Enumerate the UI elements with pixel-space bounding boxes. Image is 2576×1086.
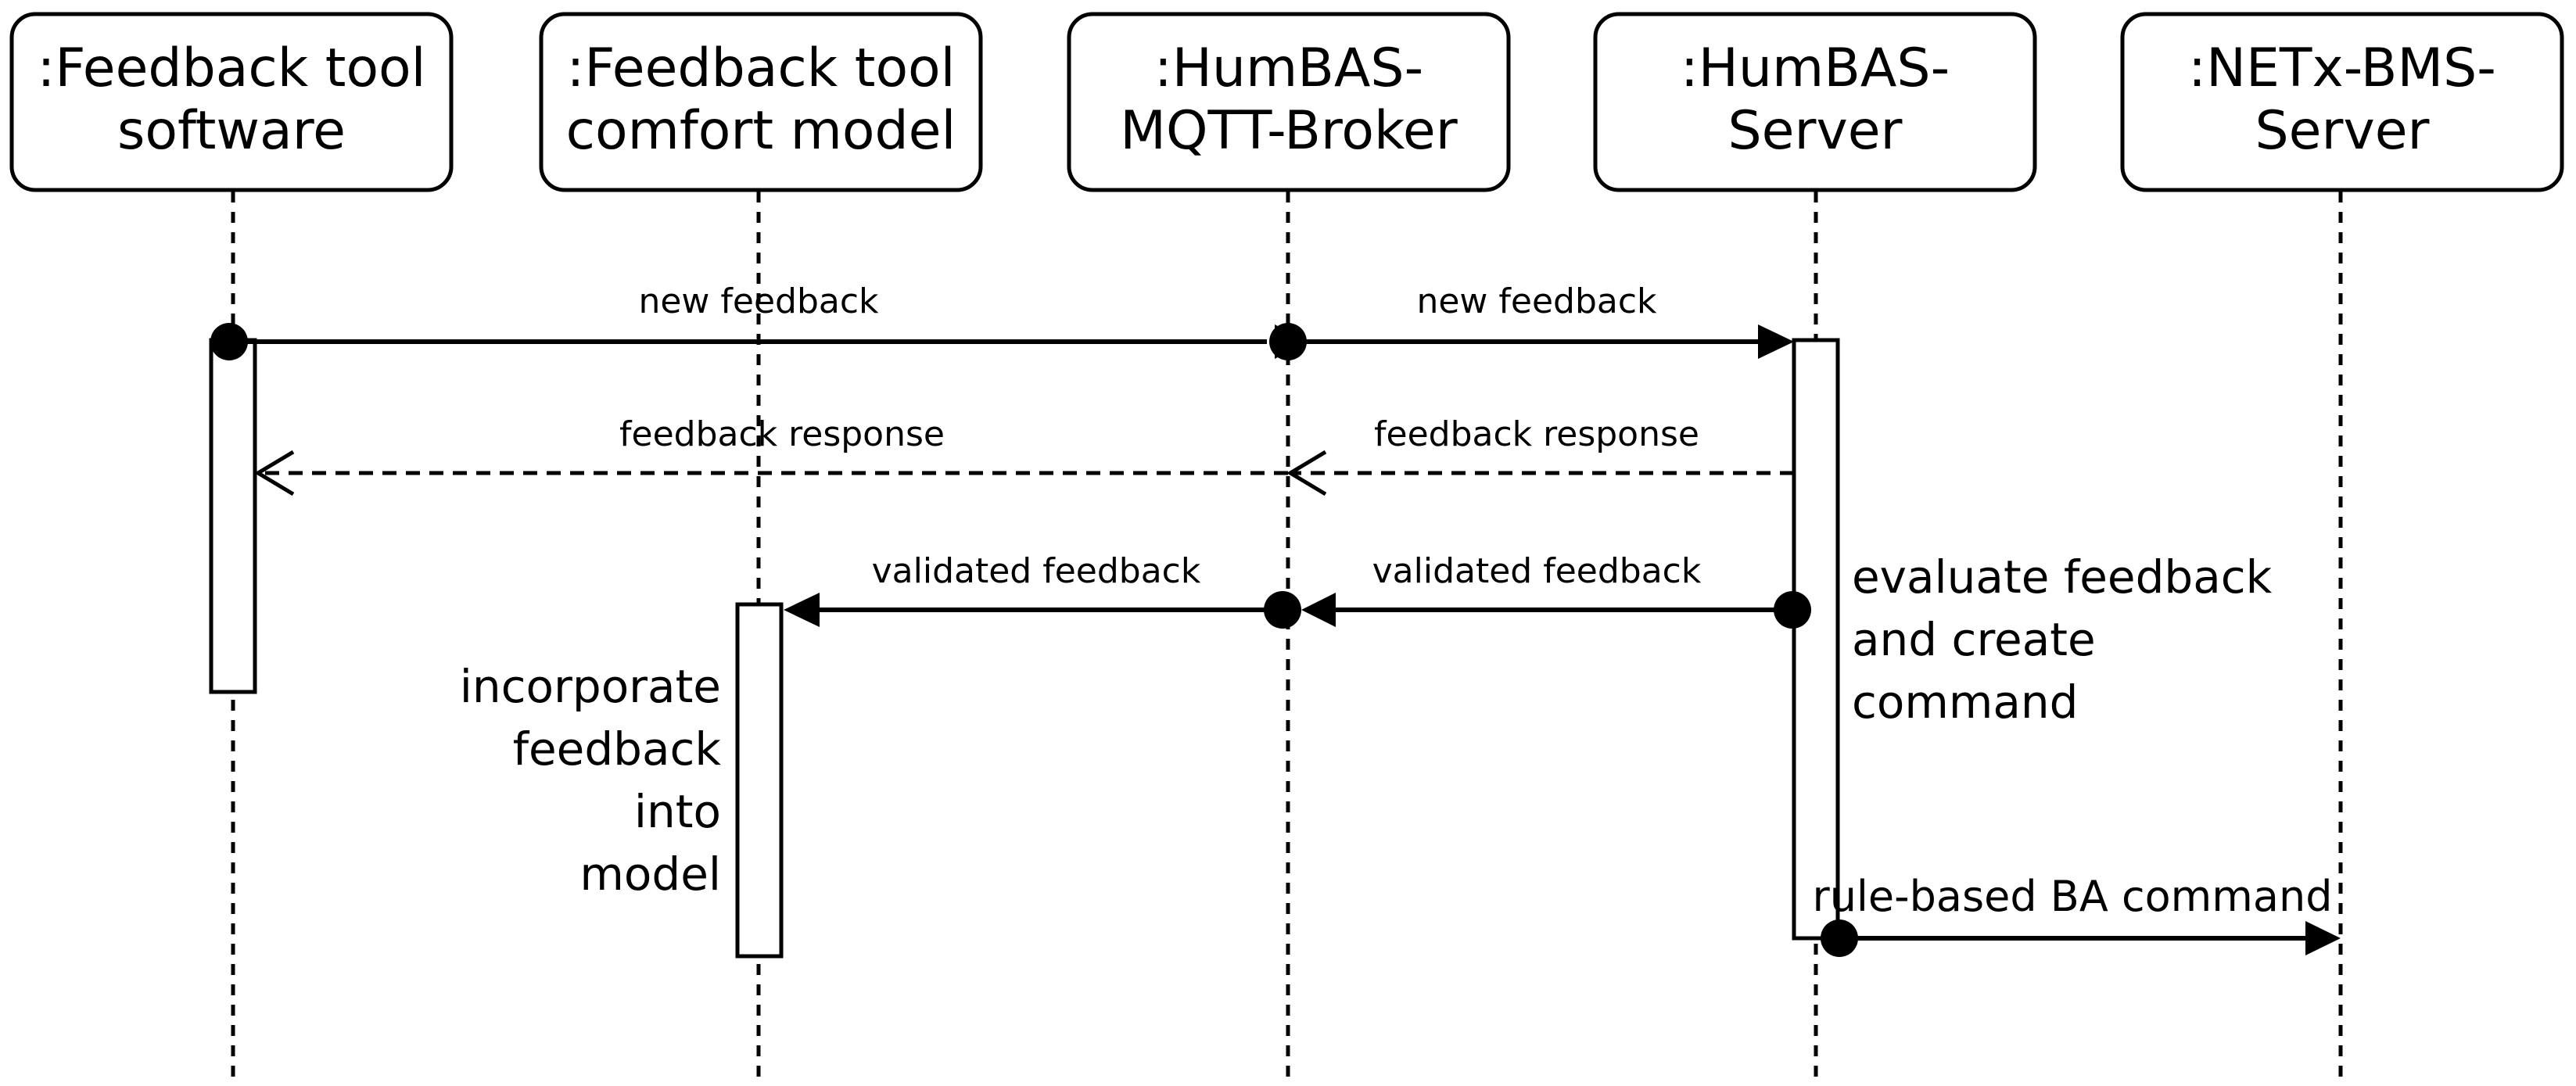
participant-label-line2: MQTT-Broker: [1120, 100, 1457, 162]
message-label: validated feedback: [1372, 551, 1702, 591]
participant-feedback-tool-software: :Feedback tool software: [9, 12, 454, 192]
activation-bar-feedback-tool-software: [209, 338, 257, 694]
participant-label-line2: Server: [1728, 100, 1903, 162]
participant-label-line1: :Feedback tool: [566, 38, 955, 99]
participant-label-line2: software: [117, 100, 346, 162]
message-label: rule-based BA command: [1813, 872, 2333, 921]
note-line: into: [634, 785, 721, 838]
message-new-feedback-to-server: new feedback: [1269, 281, 1794, 360]
note-line: feedback: [513, 722, 722, 776]
message-feedback-response-to-broker: feedback response: [1286, 414, 1794, 496]
message-validated-feedback-to-model: validated feedback: [784, 551, 1301, 629]
participant-label-line1: :Feedback tool: [37, 38, 425, 99]
note-line: model: [579, 848, 721, 901]
note-server-evaluate: evaluate feedback and create command: [1852, 550, 2273, 729]
activation-bar-humbas-server: [1792, 338, 1840, 941]
message-validated-feedback-to-broker: validated feedback: [1301, 551, 1811, 629]
message-start-dot: [210, 323, 248, 360]
message-label: feedback response: [1374, 414, 1699, 454]
participant-label-line2: Server: [2255, 100, 2430, 162]
message-feedback-response-to-software: feedback response: [254, 414, 1288, 496]
participant-netx-bms-server: :NETx-BMS- Server: [2120, 12, 2564, 192]
participant-mqtt-broker: :HumBAS- MQTT-Broker: [1067, 12, 1511, 192]
message-arrowhead: [784, 593, 820, 627]
note-line: and create: [1852, 613, 2096, 666]
note-line: evaluate feedback: [1852, 550, 2273, 604]
participant-label-line1: :HumBAS-: [1681, 38, 1950, 99]
message-arrowhead: [2305, 921, 2341, 955]
participant-humbas-server: :HumBAS- Server: [1593, 12, 2037, 192]
message-label: feedback response: [619, 414, 945, 454]
message-label: new feedback: [1416, 281, 1657, 321]
activation-bar-comfort-model: [735, 602, 784, 959]
message-new-feedback-to-broker: new feedback: [210, 281, 1308, 360]
message-label: validated feedback: [872, 551, 1201, 591]
message-arrowhead: [1301, 593, 1336, 627]
participant-feedback-tool-comfort-model: :Feedback tool comfort model: [539, 12, 983, 192]
participant-label-line2: comfort model: [566, 100, 956, 162]
note-line: command: [1852, 676, 2079, 729]
message-rule-based-ba-command: rule-based BA command: [1813, 872, 2341, 957]
message-label: new feedback: [638, 281, 879, 321]
participant-label-line1: :HumBAS-: [1154, 38, 1423, 99]
note-line: incorporate: [460, 660, 721, 713]
message-open-arrowhead: [1286, 450, 1327, 496]
message-arrowhead: [1758, 324, 1794, 359]
message-open-arrowhead: [254, 450, 295, 496]
note-model-incorporate: incorporate feedback into model: [460, 660, 722, 901]
participant-label-line1: :NETx-BMS-: [2188, 38, 2496, 99]
